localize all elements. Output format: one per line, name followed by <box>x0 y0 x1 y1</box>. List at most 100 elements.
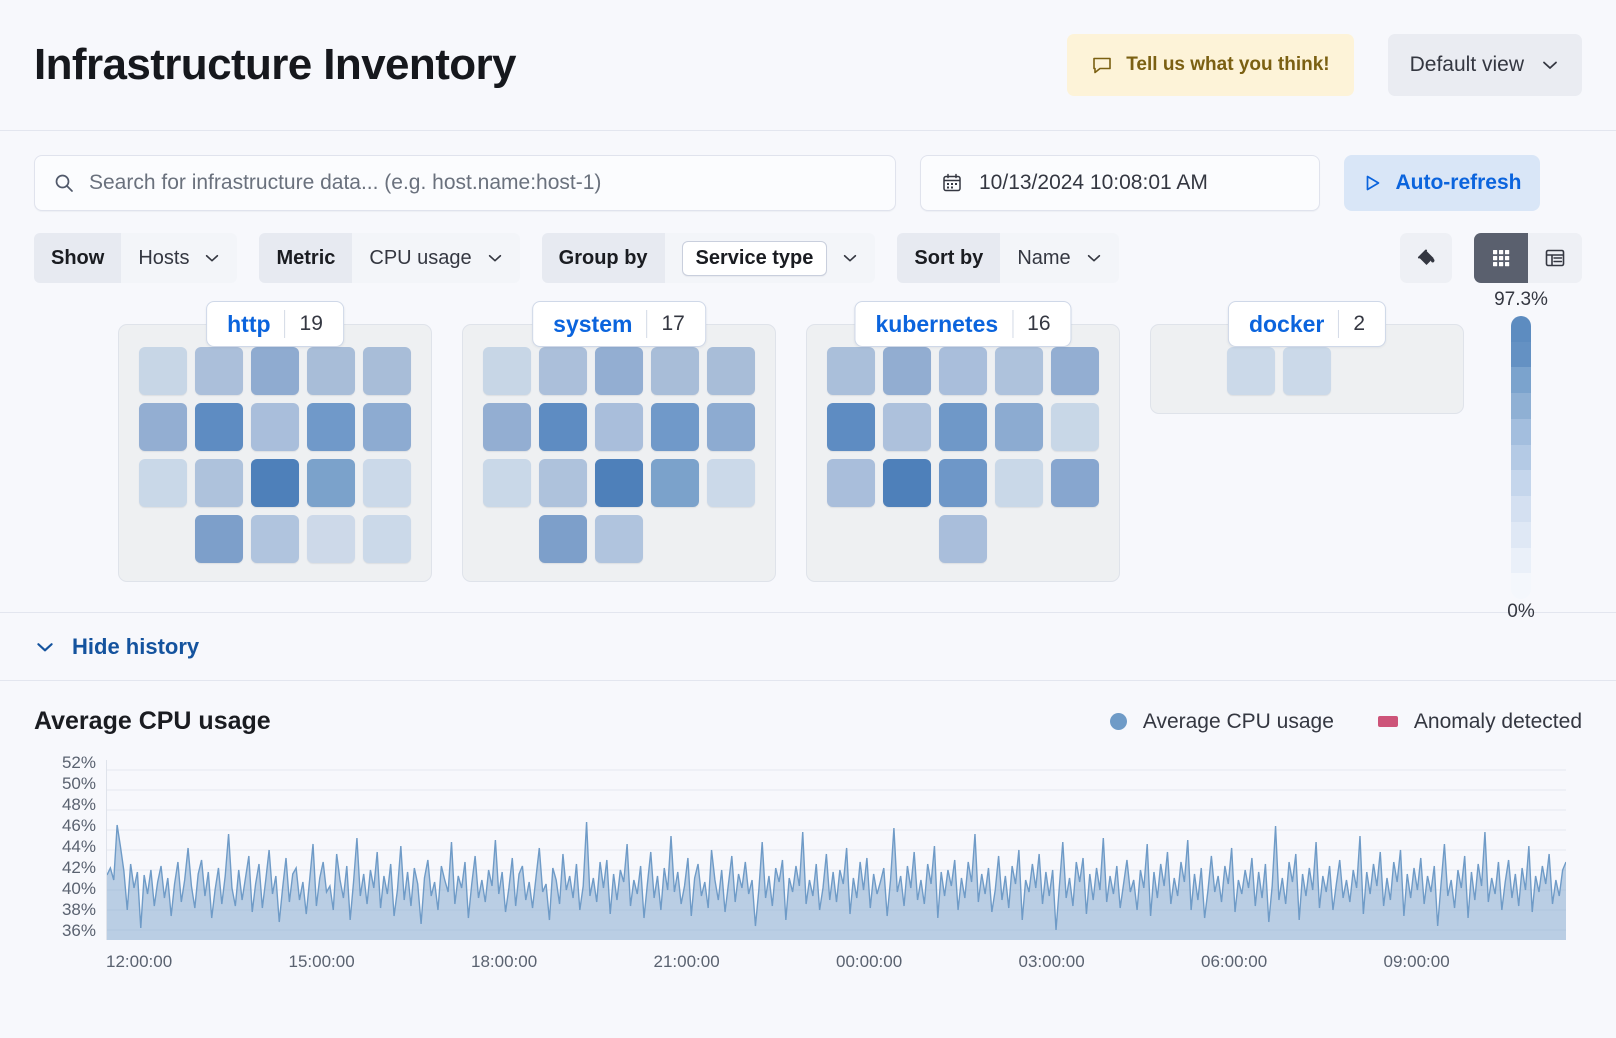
chart-plot[interactable] <box>106 760 1566 940</box>
waffle-tile[interactable] <box>651 403 699 451</box>
page-title: Infrastructure Inventory <box>34 40 517 89</box>
filter-show-value[interactable]: Hosts <box>121 233 238 283</box>
search-input[interactable] <box>89 171 877 195</box>
comment-icon <box>1091 54 1113 76</box>
waffle-tile[interactable] <box>1051 403 1099 451</box>
filter-sort-by-value[interactable]: Name <box>1000 233 1119 283</box>
waffle-tile[interactable] <box>995 403 1043 451</box>
waffle-tile[interactable] <box>307 347 355 395</box>
legend-item-average-cpu-usage[interactable]: Average CPU usage <box>1109 710 1334 734</box>
legend-stop <box>1511 573 1531 599</box>
y-tick-label: 38% <box>61 900 96 919</box>
waffle-tile[interactable] <box>139 459 187 507</box>
y-tick-label: 50% <box>61 774 96 793</box>
waffle-tile[interactable] <box>1227 347 1275 395</box>
legend-item-anomaly-detected[interactable]: Anomaly detected <box>1377 710 1582 734</box>
filter-metric: Metric CPU usage <box>259 233 520 283</box>
waffle-tile[interactable] <box>1051 347 1099 395</box>
waffle-tile[interactable] <box>363 347 411 395</box>
waffle-tile[interactable] <box>139 347 187 395</box>
chart-header: Average CPU usage Average CPU usage Anom… <box>34 707 1582 736</box>
waffle-tile[interactable] <box>651 459 699 507</box>
waffle-tile[interactable] <box>939 515 987 563</box>
waffle-tile[interactable] <box>827 347 875 395</box>
waffle-tile[interactable] <box>363 403 411 451</box>
legend-marker-circle-icon <box>1109 713 1127 730</box>
waffle-tile[interactable] <box>307 459 355 507</box>
waffle-tile[interactable] <box>707 403 755 451</box>
waffle-tile[interactable] <box>595 403 643 451</box>
waffle-tile[interactable] <box>595 459 643 507</box>
filter-group-by-label: Group by <box>541 233 665 283</box>
waffle-tile[interactable] <box>595 347 643 395</box>
waffle-tile[interactable] <box>651 347 699 395</box>
waffle-tile[interactable] <box>307 515 355 563</box>
waffle-tile[interactable] <box>251 403 299 451</box>
waffle-tile[interactable] <box>939 403 987 451</box>
waffle-tile[interactable] <box>939 347 987 395</box>
waffle-tile[interactable] <box>251 459 299 507</box>
group-name[interactable]: http <box>227 310 271 337</box>
waffle-tile[interactable] <box>539 403 587 451</box>
history-chart-panel: Average CPU usage Average CPU usage Anom… <box>0 681 1616 984</box>
waffle-tile[interactable] <box>483 403 531 451</box>
group-name[interactable]: kubernetes <box>875 310 999 337</box>
waffle-tile[interactable] <box>707 459 755 507</box>
play-icon <box>1362 173 1382 193</box>
waffle-tile[interactable] <box>1283 347 1331 395</box>
waffle-tile[interactable] <box>483 347 531 395</box>
waffle-tile[interactable] <box>195 403 243 451</box>
waffle-tile[interactable] <box>883 459 931 507</box>
color-fill-icon-button[interactable] <box>1400 233 1452 283</box>
legend-stop <box>1511 444 1531 471</box>
waffle-tile[interactable] <box>883 403 931 451</box>
waffle-tile[interactable] <box>595 515 643 563</box>
table-view-toggle[interactable] <box>1528 233 1582 283</box>
default-view-button[interactable]: Default view <box>1387 34 1582 96</box>
waffle-tile[interactable] <box>195 459 243 507</box>
waffle-tile[interactable] <box>139 403 187 451</box>
waffle-tile[interactable] <box>363 459 411 507</box>
x-tick-label: 06:00:00 <box>1201 952 1268 971</box>
hide-history-button[interactable]: Hide history <box>34 634 199 660</box>
waffle-tile[interactable] <box>995 459 1043 507</box>
group-tiles <box>462 324 776 582</box>
waffle-tile[interactable] <box>307 403 355 451</box>
search-field[interactable] <box>34 155 896 211</box>
filter-metric-value[interactable]: CPU usage <box>352 233 520 283</box>
waffle-tile[interactable] <box>251 347 299 395</box>
waffle-tile[interactable] <box>483 459 531 507</box>
group-name[interactable]: system <box>553 310 633 337</box>
waffle-tile[interactable] <box>195 347 243 395</box>
grid-view-toggle[interactable] <box>1474 233 1528 283</box>
waffle-tile[interactable] <box>539 347 587 395</box>
waffle-tile[interactable] <box>995 347 1043 395</box>
waffle-tile[interactable] <box>539 459 587 507</box>
waffle-tile-empty <box>827 515 875 563</box>
legend-min-label: 0% <box>1507 601 1535 622</box>
auto-refresh-button[interactable]: Auto-refresh <box>1344 155 1540 211</box>
waffle-tile[interactable] <box>707 347 755 395</box>
waffle-tile[interactable] <box>939 459 987 507</box>
waffle-tile[interactable] <box>539 515 587 563</box>
filter-show-selected: Hosts <box>138 246 190 269</box>
waffle-tile[interactable] <box>827 459 875 507</box>
waffle-tile[interactable] <box>1051 459 1099 507</box>
legend-gradient-bar <box>1511 316 1531 599</box>
filter-group-by-value[interactable]: Service type <box>664 233 876 283</box>
group-name[interactable]: docker <box>1248 310 1325 337</box>
waffle-tile[interactable] <box>827 403 875 451</box>
feedback-button[interactable]: Tell us what you think! <box>1067 34 1354 96</box>
waffle-tile[interactable] <box>251 515 299 563</box>
filters-row: Show Hosts Metric CPU usage <box>34 233 1582 283</box>
date-picker[interactable]: 10/13/2024 10:08:01 AM <box>920 155 1320 211</box>
waffle-tile[interactable] <box>883 347 931 395</box>
waffle-tile[interactable] <box>363 515 411 563</box>
chevron-down-icon <box>1540 55 1560 75</box>
waffle-tile[interactable] <box>195 515 243 563</box>
